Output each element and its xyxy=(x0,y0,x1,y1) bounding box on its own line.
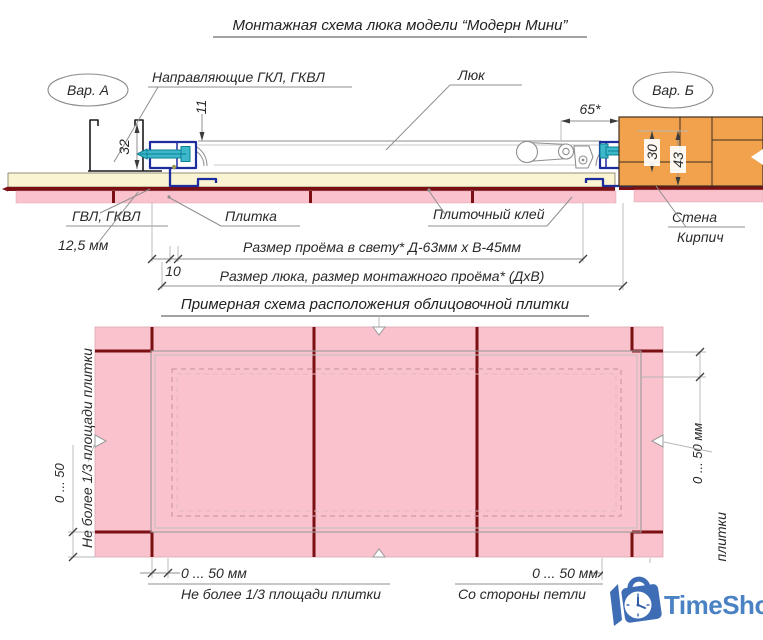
dim-65: 65* xyxy=(560,101,619,141)
gvl-board-layer xyxy=(7,172,616,188)
svg-text:32: 32 xyxy=(116,139,132,155)
brand-text: TimeShop xyxy=(664,590,763,620)
variant-a-badge: Вар. А xyxy=(47,73,129,107)
hatch-size-dim: Размер люка, размер монтажного проёма* (… xyxy=(220,268,545,284)
svg-text:65*: 65* xyxy=(579,101,601,117)
material-labels: ГВЛ, ГКВЛ 12,5 мм Плитка Плиточный клей … xyxy=(58,185,745,253)
hatch-door-panel xyxy=(198,140,601,166)
bottom-right-note: Со стороны петли xyxy=(458,586,586,602)
cross-section-figure: Вар. А Вар. Б Направляющие ГКЛ, ГКВЛ Люк… xyxy=(2,67,763,291)
svg-text:43: 43 xyxy=(670,152,686,168)
gvl-thickness-label: 12,5 мм xyxy=(58,237,109,253)
grout-joint xyxy=(471,191,474,203)
page-title: Монтажная схема люка модели “Модерн Мини… xyxy=(232,17,568,34)
svg-text:30: 30 xyxy=(644,144,660,160)
brick-wall xyxy=(618,116,763,187)
bottom-left-dim-group: 0 ... 50 мм Не более 1/3 площади плитки xyxy=(140,558,390,602)
clock-icon xyxy=(624,591,652,619)
adhesive-layer-wall xyxy=(619,186,763,190)
timeshop-logo: TimeShop xyxy=(603,563,763,640)
hinge-pivot-large xyxy=(515,140,539,164)
main-title: Монтажная схема люка модели “Модерн Мини… xyxy=(213,17,587,38)
guides-label: Направляющие ГКЛ, ГКВЛ xyxy=(152,69,325,85)
hinge-mechanism xyxy=(515,140,594,169)
bag-strap-icon xyxy=(610,584,622,626)
grout-joint xyxy=(309,191,312,203)
door-leaf-dashed xyxy=(171,368,622,517)
bottom-left-note: Не более 1/3 площади плитки xyxy=(181,586,381,602)
left-note: Не более 1/3 площади плитки xyxy=(79,348,95,548)
bottom-right-dim-group: 0 ... 50 мм Со стороны петли xyxy=(455,558,660,602)
adhesive-layer xyxy=(8,187,615,191)
variant-b-label: Вар. Б xyxy=(652,82,694,98)
svg-text:11: 11 xyxy=(193,100,209,115)
tile-label: Плитка xyxy=(225,208,277,224)
edge-arrows xyxy=(94,326,664,558)
wall-label-1: Стена xyxy=(672,209,717,225)
variant-a-label: Вар. А xyxy=(67,82,109,98)
dim-30: 30 xyxy=(638,130,688,172)
left-frame-jamb xyxy=(135,140,218,188)
screw-dot xyxy=(171,164,177,170)
gvl-label: ГВЛ, ГКВЛ xyxy=(72,208,141,224)
hatch-frame-outline xyxy=(150,350,642,533)
tile-layer xyxy=(15,190,617,204)
variant-b-badge: Вар. Б xyxy=(632,71,714,109)
wall-label-2: Кирпич xyxy=(677,229,724,245)
layer-bands xyxy=(2,172,763,204)
bottom-right-offset-dim: 0 ... 50 мм xyxy=(532,565,598,581)
tile-field xyxy=(94,326,664,558)
opening-dimensions: Размер проёма в свету* Д-63мм х В-45мм 1… xyxy=(147,203,628,291)
grout-joints xyxy=(95,327,663,557)
left-anchor-screw xyxy=(135,146,191,162)
grout-joint xyxy=(112,191,115,203)
dim-43: 43 xyxy=(670,131,686,186)
adhesive-taper xyxy=(2,186,8,192)
tiles-title: Примерная схема расположения облицовочно… xyxy=(181,296,570,313)
left-offset-dim: 0 ... 50 xyxy=(52,462,67,503)
tile-layer-wall xyxy=(633,189,763,203)
left-dim-group: 0 ... 50 Не более 1/3 площади плитки xyxy=(52,348,96,562)
break-notch xyxy=(751,149,763,165)
dim-11: 11 xyxy=(193,100,209,141)
tile-layout-figure: Примерная схема расположения облицовочно… xyxy=(52,296,729,640)
clear-opening-dim: Размер проёма в свету* Д-63мм х В-45мм xyxy=(243,239,521,255)
callout-guides: Направляющие ГКЛ, ГКВЛ xyxy=(113,69,352,163)
dim-10: 10 xyxy=(165,263,181,279)
bottom-left-offset-dim: 0 ... 50 мм xyxy=(181,565,247,581)
dim-32: 32 xyxy=(116,124,140,169)
hatch-label: Люк xyxy=(457,67,486,83)
adhesive-label: Плиточный клей xyxy=(433,206,545,222)
callout-hatch: Люк xyxy=(385,67,522,151)
right-offset-dim: 0 ... 50 мм xyxy=(690,423,705,484)
